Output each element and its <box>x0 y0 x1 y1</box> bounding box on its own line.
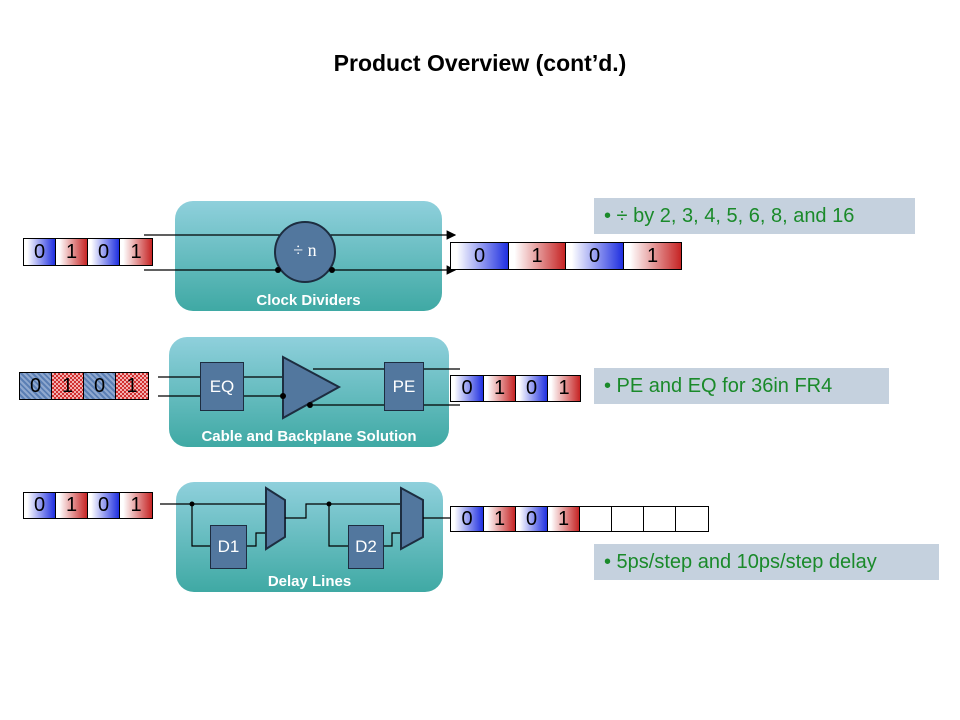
bit: 1 <box>484 507 516 531</box>
delay-output-bits: 0 1 0 1 <box>450 506 709 532</box>
delay-lines-callout: • 5ps/step and 10ps/step delay <box>594 544 939 580</box>
cable-backplane-label: Cable and Backplane Solution <box>201 428 417 445</box>
clock-input-bits: 0 1 0 1 <box>23 238 153 266</box>
empty-bit-slot <box>612 507 644 531</box>
bit: 1 <box>116 373 148 399</box>
bit: 0 <box>20 373 52 399</box>
bit: 1 <box>484 376 516 401</box>
bit: 1 <box>52 373 84 399</box>
clock-dividers-label: Clock Dividers <box>256 292 361 309</box>
bit: 1 <box>120 239 152 265</box>
bit: 0 <box>88 239 120 265</box>
bit: 0 <box>451 507 484 531</box>
bit: 1 <box>56 493 88 518</box>
mux-2 <box>400 486 424 551</box>
empty-bit-slot <box>644 507 676 531</box>
driver-triangle <box>282 355 342 420</box>
mux-1 <box>265 486 286 551</box>
empty-bit-slot <box>580 507 612 531</box>
clock-dividers-callout: • ÷ by 2, 3, 4, 5, 6, 8, and 16 <box>594 198 915 234</box>
d2-block: D2 <box>348 525 384 569</box>
bit: 1 <box>56 239 88 265</box>
bit: 1 <box>120 493 152 518</box>
bit: 0 <box>24 493 56 518</box>
slide-title: Product Overview (cont’d.) <box>333 50 627 76</box>
eq-block: EQ <box>200 362 244 411</box>
bit: 0 <box>451 376 484 401</box>
bit: 1 <box>548 507 580 531</box>
delay-lines-label: Delay Lines <box>267 573 352 590</box>
cable-backplane-callout: • PE and EQ for 36in FR4 <box>594 368 889 404</box>
delay-input-bits: 0 1 0 1 <box>23 492 153 519</box>
bit: 0 <box>566 243 624 269</box>
divider-circle <box>274 221 336 283</box>
cable-input-bits: 0 1 0 1 <box>19 372 149 400</box>
divider-symbol: ÷ n <box>293 240 317 260</box>
empty-bit-slot <box>676 507 708 531</box>
bit: 0 <box>516 507 548 531</box>
bit: 0 <box>24 239 56 265</box>
bit: 0 <box>84 373 116 399</box>
d1-block: D1 <box>210 525 247 569</box>
bit: 0 <box>88 493 120 518</box>
cable-output-bits: 0 1 0 1 <box>450 375 581 402</box>
bit: 1 <box>624 243 681 269</box>
bit: 1 <box>548 376 580 401</box>
bit: 0 <box>516 376 548 401</box>
clock-output-bits: 0 1 0 1 <box>450 242 682 270</box>
bit: 0 <box>451 243 509 269</box>
pe-block: PE <box>384 362 424 411</box>
bit: 1 <box>509 243 566 269</box>
